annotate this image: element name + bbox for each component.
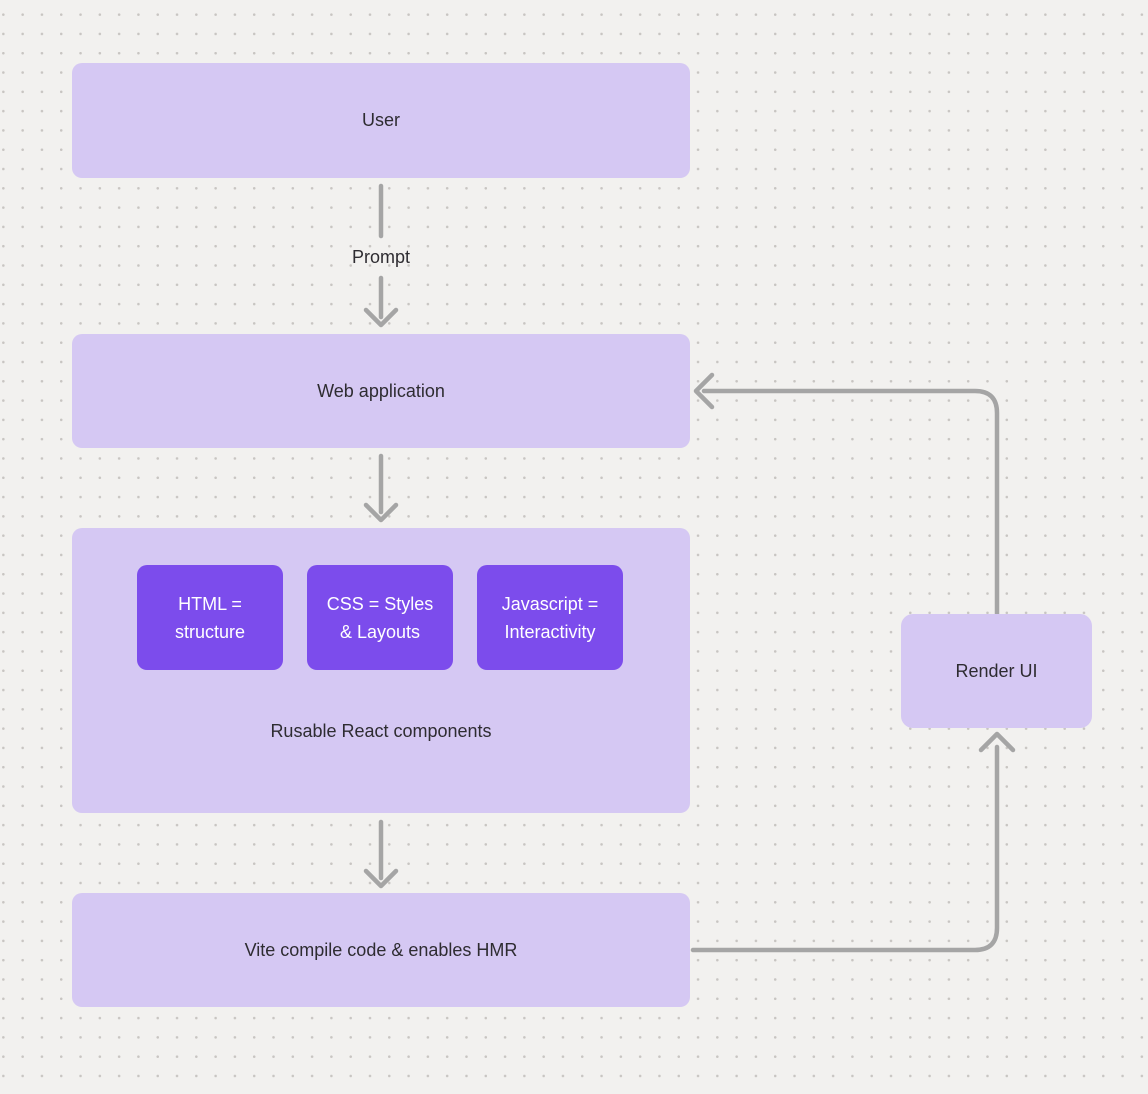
node-css-styles-line2: & Layouts — [339, 621, 421, 642]
edge-renderui-to-webapp-line — [701, 388, 1000, 617]
node-html-structure-line2: structure — [174, 621, 246, 642]
node-vite: Vite compile code & enables HMR — [72, 893, 690, 1007]
node-vite-label: Vite compile code & enables HMR — [244, 939, 518, 960]
node-javascript-interactivity-line2: Interactivity — [504, 621, 596, 642]
node-javascript-interactivity-line1: Javascript = — [501, 593, 599, 614]
node-render-ui: Render UI — [901, 614, 1092, 728]
node-css-styles: CSS = Styles & Layouts — [307, 565, 453, 670]
arrowhead-up-icon — [978, 731, 1016, 753]
edge-vite-to-renderui-line — [690, 744, 1000, 953]
node-html-structure-line1: HTML = — [178, 593, 242, 614]
node-html-structure: HTML = structure — [137, 565, 283, 670]
node-web-application: Web application — [72, 334, 690, 448]
node-css-styles-line1: CSS = Styles — [326, 593, 434, 614]
node-web-application-label: Web application — [317, 380, 445, 401]
arrowhead-down-icon — [363, 868, 399, 889]
components-group-caption: Rusable React components — [270, 721, 492, 741]
node-javascript-interactivity: Javascript = Interactivity — [477, 565, 623, 670]
arrowhead-down-icon — [363, 502, 399, 523]
node-user: User — [72, 63, 690, 178]
arrowhead-down-icon — [363, 307, 399, 328]
edge-label-prompt: Prompt — [351, 247, 411, 267]
node-components-group: HTML = structure CSS = Styles & Layouts … — [72, 528, 690, 813]
node-render-ui-label: Render UI — [955, 660, 1038, 681]
node-user-label: User — [361, 110, 400, 130]
arrowhead-left-icon — [693, 372, 715, 410]
